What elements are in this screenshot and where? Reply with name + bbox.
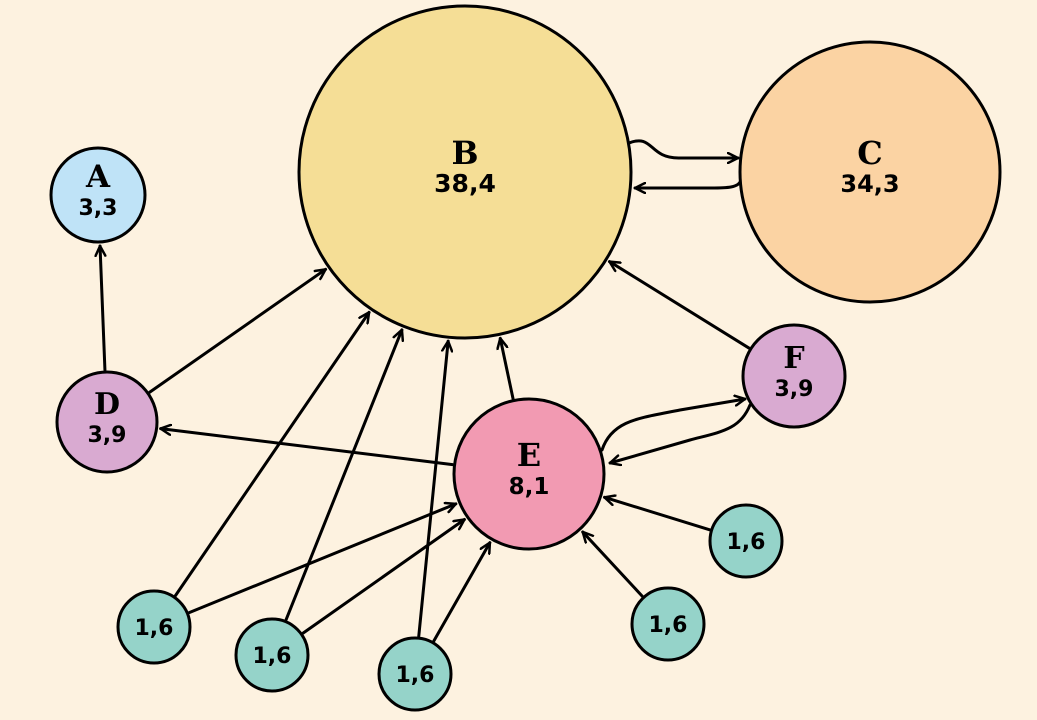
node-name-label: F [783, 341, 804, 376]
nodes-layer: A3,3B38,4C34,3D3,9E8,1F3,91,61,61,61,61,… [49, 4, 1002, 712]
edge-f-to-b [607, 260, 751, 350]
node-circle [234, 617, 310, 693]
edge-e-to-f [600, 399, 747, 452]
edge-e-to-b [500, 336, 515, 401]
node-value-label: 1,6 [649, 613, 688, 638]
node-f: F3,9 [741, 323, 847, 429]
edge-d-to-b [148, 267, 328, 394]
node-s4: 1,6 [630, 586, 706, 662]
node-d: D3,9 [55, 370, 159, 474]
node-name-label: A [85, 159, 111, 195]
node-s2: 1,6 [234, 617, 310, 693]
node-b: B38,4 [297, 4, 633, 340]
node-value-label: 1,6 [135, 616, 174, 641]
edge-e-to-d [159, 429, 455, 467]
node-name-label: C [857, 134, 882, 172]
node-circle [452, 397, 606, 551]
edge-d-to-a [100, 244, 105, 372]
edges-layer [100, 139, 752, 643]
node-circle [741, 323, 847, 429]
node-e: E8,1 [452, 397, 606, 551]
edge-s3-to-b [417, 339, 448, 638]
edge-s3-to-e [432, 541, 492, 643]
node-value-label: 1,6 [396, 663, 435, 688]
node-circle [297, 4, 633, 340]
edge-s2-to-e [301, 517, 466, 635]
node-circle [116, 589, 192, 665]
node-value-label: 34,3 [840, 170, 899, 198]
edge-f-to-e [608, 403, 752, 463]
node-value-label: 3,9 [775, 377, 814, 402]
node-circle [630, 586, 706, 662]
node-circle [55, 370, 159, 474]
edge-s2-to-b [284, 328, 402, 622]
edge-s1-to-e [187, 504, 458, 615]
node-name-label: B [451, 134, 478, 172]
edge-s1-to-b [173, 310, 371, 598]
node-circle [377, 636, 453, 712]
node-name-label: E [517, 436, 541, 474]
node-value-label: 38,4 [434, 169, 496, 198]
edge-b-to-c [626, 139, 740, 158]
node-s5: 1,6 [708, 503, 784, 579]
node-a: A3,3 [49, 146, 147, 244]
node-s1: 1,6 [116, 589, 192, 665]
node-name-label: D [94, 387, 120, 422]
node-value-label: 1,6 [727, 530, 766, 555]
node-circle [738, 40, 1002, 304]
node-value-label: 3,9 [88, 423, 127, 448]
node-s3: 1,6 [377, 636, 453, 712]
edge-s5-to-e [602, 497, 712, 532]
node-value-label: 8,1 [509, 474, 550, 500]
node-circle [708, 503, 784, 579]
node-value-label: 1,6 [253, 644, 292, 669]
edge-s4-to-e [581, 530, 644, 598]
node-value-label: 3,3 [79, 196, 118, 221]
node-circle [49, 146, 147, 244]
node-c: C34,3 [738, 40, 1002, 304]
